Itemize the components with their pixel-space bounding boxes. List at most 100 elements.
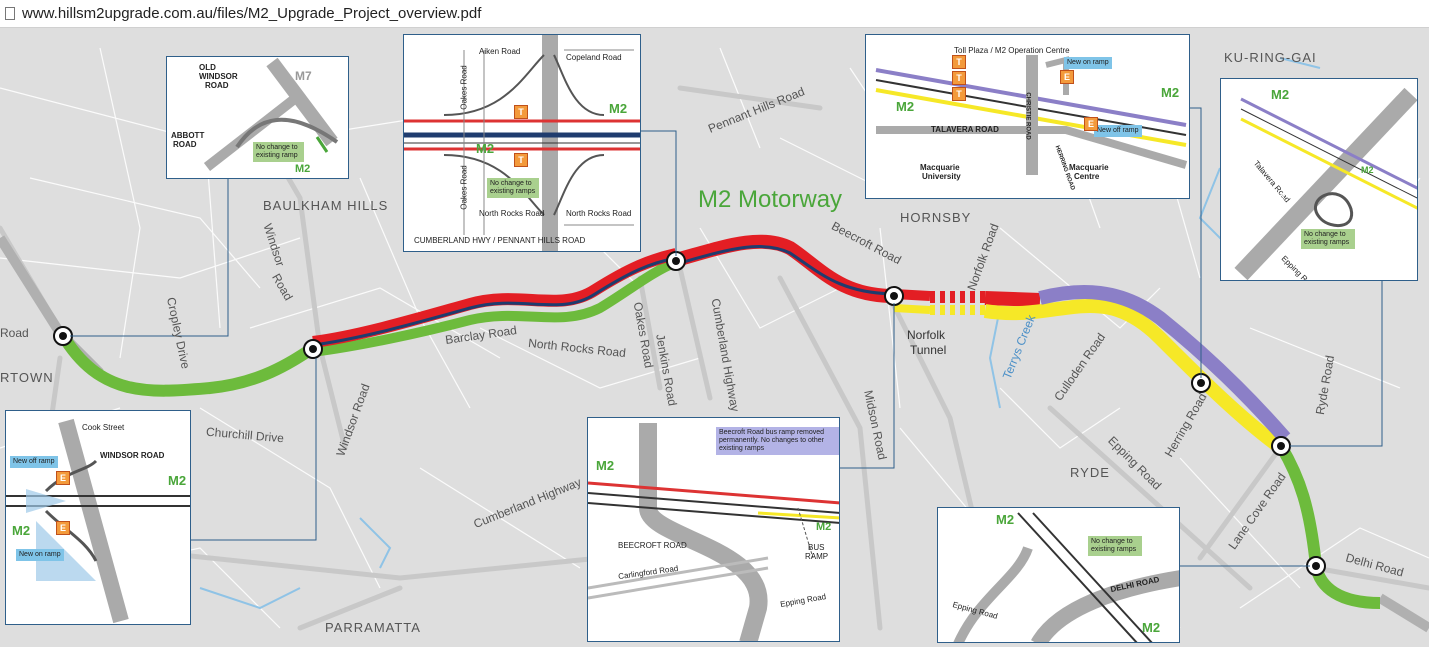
m2-navy-b xyxy=(675,245,895,296)
m2-yellow-a xyxy=(893,304,931,314)
etag-badge-e-1: E xyxy=(1060,70,1074,84)
inset-old-windsor-m2: M2 xyxy=(295,163,311,175)
inset-cook-street: Cook Street xyxy=(82,423,125,432)
suburb-ku-ring-gai: KU-RING-GAI xyxy=(1224,50,1317,65)
inset-macquarie-new-on-ramp: New on ramp xyxy=(1064,57,1112,69)
inset-cumberland-m2-a: M2 xyxy=(609,101,628,116)
inset-beecroft-m2-a: M2 xyxy=(596,458,615,473)
m2-purple xyxy=(1038,285,1291,443)
creeks xyxy=(199,57,1321,610)
suburb-hornsby: HORNSBY xyxy=(900,210,972,225)
m2-green-west xyxy=(56,330,317,397)
inset-talavera-road: TALAVERA ROAD xyxy=(931,125,999,134)
leader-lines xyxy=(70,107,1383,567)
toll-badge-t-5: T xyxy=(952,87,966,101)
m2-green-east xyxy=(1275,442,1381,609)
inset-cumberland-diagram xyxy=(404,35,640,251)
inset-windsor-m2-a: M2 xyxy=(168,473,187,488)
lane-cove-tunnel-connection xyxy=(1377,593,1429,633)
inset-bus-ramp-2: RAMP xyxy=(805,552,829,561)
interchange-nodes xyxy=(53,251,1326,576)
inset-north-rocks-a: North Rocks Road xyxy=(479,209,545,218)
m2-navy-a xyxy=(312,256,677,347)
inset-macquarie-uni-1: Macquarie xyxy=(920,163,960,172)
inset-macquarie-m2-a: M2 xyxy=(896,99,915,114)
inset-macquarie-diagram xyxy=(875,55,1188,175)
map-base xyxy=(0,47,1429,633)
suburb-ryde: RYDE xyxy=(1070,465,1110,480)
suburb-baulkham-hills: BAULKHAM HILLS xyxy=(263,198,389,213)
browser-address-bar[interactable]: www.hillsm2upgrade.com.au/files/M2_Upgra… xyxy=(0,0,1429,28)
inset-bus-ramp-1: BUS xyxy=(808,543,825,552)
etag-badge-e-4: E xyxy=(56,521,70,535)
inset-beecroft-label: BEECROFT ROAD xyxy=(618,541,687,550)
inset-delhi-m2-b: M2 xyxy=(1142,620,1161,635)
inset-north-rocks-b: North Rocks Road xyxy=(566,209,632,218)
toll-badge-t-4: T xyxy=(952,71,966,85)
inset-windsor-new-off-ramp: New off ramp xyxy=(10,456,58,468)
map-title: M2 Motorway xyxy=(698,186,843,213)
inset-macquarie-new-off-ramp: New off ramp xyxy=(1094,125,1142,137)
inset-old-windsor-note: No change to existing ramp xyxy=(253,142,304,162)
inset-windsor-diagram xyxy=(6,418,190,624)
inset-cumberland-m2-b: M2 xyxy=(476,141,495,156)
toll-badge-t-1: T xyxy=(514,105,528,119)
inset-delhi-m2-a: M2 xyxy=(996,512,1015,527)
etag-badge-e-2: E xyxy=(1084,117,1098,131)
inset-beecroft-road[interactable]: Beecroft Road bus ramp removed permanent… xyxy=(587,417,840,642)
toll-badge-t-3: T xyxy=(952,55,966,69)
m2-red-d xyxy=(984,291,1041,307)
inset-old-windsor-title-2: WINDSOR xyxy=(199,72,238,81)
suburb-parramatta: PARRAMATTA xyxy=(325,620,421,635)
inset-windsor-m2-b: M2 xyxy=(12,523,31,538)
inset-cumberland-caption: CUMBERLAND HWY / PENNANT HILLS ROAD xyxy=(414,236,586,245)
inset-toll-plaza: Toll Plaza / M2 Operation Centre xyxy=(954,46,1070,55)
m2-route xyxy=(56,234,1381,609)
inset-lane-cove-m2-b: M2 xyxy=(1361,165,1374,175)
inset-beecroft-diagram xyxy=(588,423,839,641)
inset-lane-cove-note: No change to existing ramps xyxy=(1301,229,1355,249)
inset-beecroft-note: Beecroft Road bus ramp removed permanent… xyxy=(716,427,839,455)
inset-windsor-road-label: WINDSOR ROAD xyxy=(100,451,165,460)
inset-abbott-2: ROAD xyxy=(173,140,197,149)
m2-upgrade-map: M2 Motorway BAULKHAM HILLS HORNSBY KU-RI… xyxy=(0,28,1429,647)
m2-green-lower xyxy=(312,257,678,357)
page-icon xyxy=(5,7,15,20)
etag-badge-e-3: E xyxy=(56,471,70,485)
toll-badge-t-2: T xyxy=(514,153,528,167)
inset-lane-cove-diagram xyxy=(1234,87,1417,280)
road-left: Road xyxy=(0,326,29,340)
inset-old-windsor-title-1: OLD xyxy=(199,63,216,72)
inset-beecroft-m2-b: M2 xyxy=(816,521,832,533)
suburb-town: RTOWN xyxy=(0,370,54,385)
inset-old-windsor-diagram xyxy=(203,57,339,171)
m7-connection xyxy=(0,235,104,377)
inset-delhi-road[interactable]: M2 M2 No change to existing ramps DELHI … xyxy=(937,507,1180,643)
inset-cumberland-note: No change to existing ramps xyxy=(487,178,539,198)
inset-lane-cove-road[interactable]: M2 M2 Talavera Road LANE COVE ROAD Eppin… xyxy=(1220,78,1418,281)
inset-delhi-diagram xyxy=(953,512,1179,642)
url-text[interactable]: www.hillsm2upgrade.com.au/files/M2_Upgra… xyxy=(22,5,482,22)
inset-macquarie-centre-1: Macquarie xyxy=(1069,163,1109,172)
inset-copeland-road: Copeland Road xyxy=(566,53,622,62)
inset-macquarie-centre-2: Centre xyxy=(1074,172,1100,181)
inset-oakes-a: Oakes Road xyxy=(459,65,469,110)
inset-aiken-road: Aiken Road xyxy=(479,47,521,56)
inset-old-windsor-title-3: ROAD xyxy=(205,81,229,90)
inset-macquarie-uni-2: University xyxy=(922,172,961,181)
inset-windsor-road[interactable]: Cook Street WINDSOR ROAD New off ramp Ne… xyxy=(5,410,191,625)
inset-macquarie-m2-b: M2 xyxy=(1161,85,1180,100)
m2-red-widening-a xyxy=(312,248,678,348)
norfolk-tunnel-label-1: Norfolk xyxy=(907,328,946,342)
inset-old-windsor-road[interactable]: OLD WINDSOR ROAD M7 ABBOTT ROAD No chang… xyxy=(166,56,349,179)
inset-oakes-b: Oakes Road xyxy=(459,165,469,210)
inset-abbott-1: ABBOTT xyxy=(171,131,205,140)
m2-yellow-b xyxy=(983,299,1286,454)
inset-cumberland-hwy[interactable]: Aiken Road Copeland Road Oakes Road Oake… xyxy=(403,34,641,252)
m7-label: M7 xyxy=(295,69,312,83)
inset-lane-cove-m2-a: M2 xyxy=(1271,87,1290,102)
inset-windsor-new-on-ramp: New on ramp xyxy=(16,549,64,561)
inset-macquarie[interactable]: Toll Plaza / M2 Operation Centre New on … xyxy=(865,34,1190,199)
norfolk-tunnel-label-2: Tunnel xyxy=(910,343,947,357)
inset-delhi-note: No change to existing ramps xyxy=(1088,536,1142,556)
